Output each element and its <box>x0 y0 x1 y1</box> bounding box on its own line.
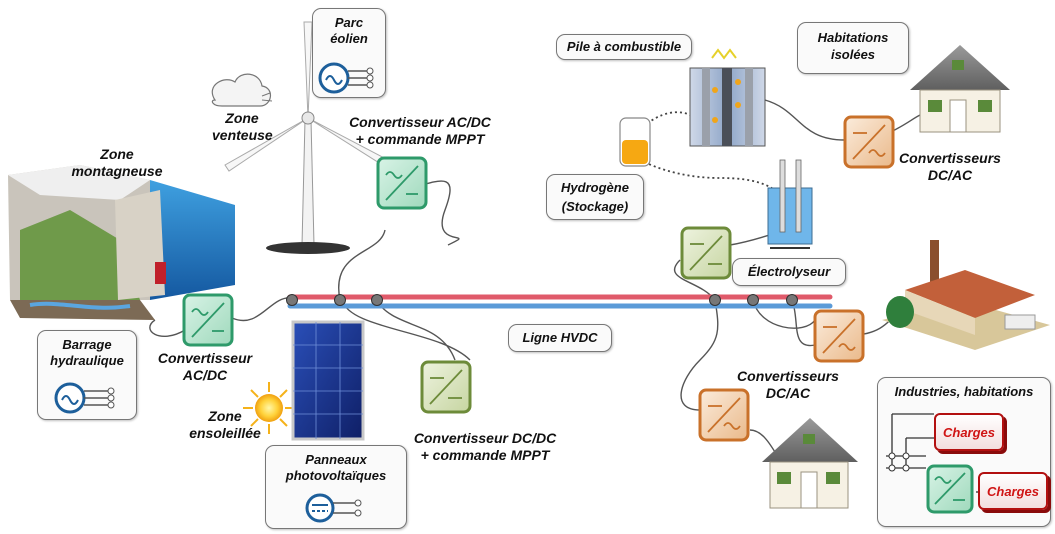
habitations-label-2: isolées <box>830 47 876 62</box>
conv-dc-ac-mid-line2: DC/AC <box>765 385 811 401</box>
cloud-icon <box>211 73 273 107</box>
charges-label-1: Charges <box>942 424 996 440</box>
pile-box: Pile à combustible <box>556 34 692 60</box>
stockage-label: (Stockage) <box>561 199 629 214</box>
conv-ac-dc-line1: Convertisseur <box>157 350 253 366</box>
hydrogene-label: Hydrogène <box>561 180 629 195</box>
solar-panel-illustration <box>291 320 365 441</box>
hydrogen-tank-illustration <box>619 117 651 167</box>
converter-load-icon <box>926 464 974 514</box>
zone-montagneuse-label: Zone montagneuse <box>62 146 172 180</box>
zone-montagneuse-line2: montagneuse <box>71 163 163 179</box>
converter-dc-dc-icon <box>420 360 472 414</box>
converter-dc-ac-factory-icon <box>813 309 865 363</box>
habitations-label-1: Habitations <box>817 30 889 45</box>
parc-eolien-box: Parc éolien <box>312 8 386 98</box>
ligne-hvdc-label: Ligne HVDC <box>522 330 598 345</box>
conv-ac-dc-line2: AC/DC <box>182 367 228 383</box>
generator-icon <box>318 62 374 94</box>
barrage-label-2: hydraulique <box>50 353 124 368</box>
hydrogene-box: Hydrogène (Stockage) <box>546 174 644 220</box>
electrolyseur-label: Électrolyseur <box>747 264 831 279</box>
zone-ensoleillee-label: Zone ensoleillée <box>180 408 270 442</box>
barrage-label-1: Barrage <box>62 337 112 352</box>
ligne-hvdc-box: Ligne HVDC <box>508 324 612 352</box>
zone-venteuse-line1: Zone <box>225 110 259 126</box>
house-illustration <box>762 418 858 509</box>
charges-box-2: Charges <box>978 472 1048 510</box>
panneaux-label-1: Panneaux <box>305 452 367 467</box>
sun-icon <box>243 382 295 434</box>
charges-box-1: Charges <box>934 413 1004 451</box>
fuel-cell-illustration <box>689 48 766 147</box>
barrage-box: Barrage hydraulique <box>37 330 137 420</box>
converter-ac-dc-mppt-icon <box>376 156 428 210</box>
conv-ac-dc-label: Convertisseur AC/DC <box>150 350 260 384</box>
conv-dc-ac-mid-label: Convertisseurs DC/AC <box>728 368 848 402</box>
generator-icon <box>54 382 115 414</box>
electrolyser-illustration <box>767 159 813 249</box>
converter-dc-ac-house-icon <box>698 388 750 442</box>
conv-dc-dc-line2: + commande MPPT <box>420 447 550 463</box>
zone-montagneuse-line1: Zone <box>100 146 134 162</box>
conv-dc-ac-top-line2: DC/AC <box>927 167 973 183</box>
wind-turbine-illustration <box>224 21 389 254</box>
electrolyseur-box: Électrolyseur <box>732 258 846 286</box>
zone-venteuse-label: Zone venteuse <box>212 110 273 144</box>
parc-eolien-label: Parc éolien <box>330 15 368 46</box>
conv-ac-dc-mppt-line1: Convertisseur AC/DC <box>349 114 491 130</box>
conv-ac-dc-mppt-line2: + commande MPPT <box>355 131 485 147</box>
converter-dc-ac-top-icon <box>843 115 895 169</box>
dc-source-icon <box>305 493 362 523</box>
panneaux-box: Panneaux photovoltaïques <box>265 445 407 529</box>
factory-illustration <box>882 240 1050 350</box>
industries-label: Industries, habitations <box>894 384 1034 399</box>
charges-label-2: Charges <box>986 483 1040 499</box>
pile-label: Pile à combustible <box>566 39 682 54</box>
mountain-dam-illustration <box>8 165 235 320</box>
converter-ac-dc-icon <box>182 293 234 347</box>
conv-dc-ac-top-line1: Convertisseurs <box>899 150 1001 166</box>
house-isolated-illustration <box>910 45 1010 133</box>
zone-venteuse-line2: venteuse <box>212 127 273 143</box>
hvdc-nodes <box>286 294 798 306</box>
zone-ensoleillee-line1: Zone <box>208 408 242 424</box>
conv-dc-ac-mid-line1: Convertisseurs <box>737 368 839 384</box>
zone-ensoleillee-line2: ensoleillée <box>189 425 261 441</box>
conv-ac-dc-mppt-label: Convertisseur AC/DC + commande MPPT <box>340 114 500 148</box>
habitations-box: Habitations isolées <box>797 22 909 74</box>
conv-dc-dc-line1: Convertisseur DC/DC <box>413 430 557 446</box>
conv-dc-ac-top-label: Convertisseurs DC/AC <box>890 150 1010 184</box>
conv-dc-dc-label: Convertisseur DC/DC + commande MPPT <box>405 430 565 464</box>
panneaux-label-2: photovoltaïques <box>285 468 387 483</box>
converter-electrolyser-icon <box>680 226 732 280</box>
